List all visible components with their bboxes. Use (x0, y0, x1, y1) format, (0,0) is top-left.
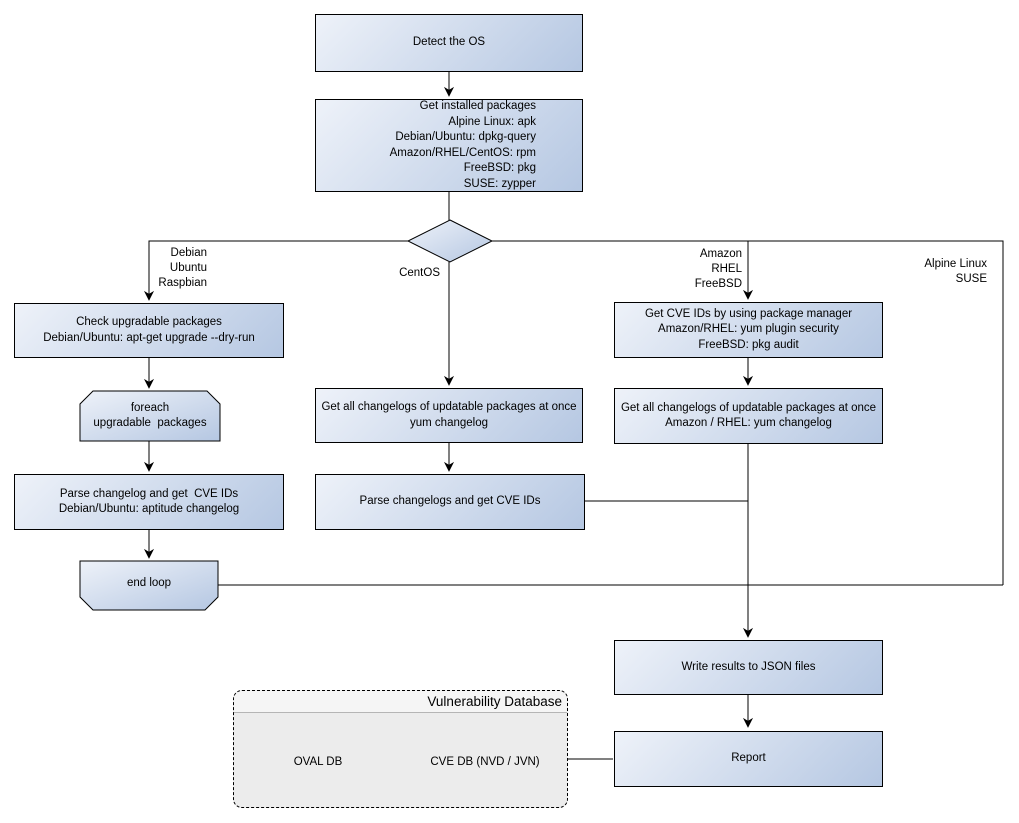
oval-db-label: OVAL DB (293, 756, 343, 768)
node-end-loop-label: end loop (126, 576, 172, 589)
node-parse-changelogs-centos: Parse changelogs and get CVE IDs (315, 474, 585, 530)
node-get-changelogs-yum: Get all changelogs of updatable packages… (315, 388, 583, 443)
vulnerability-database-title: Vulnerability Database (234, 691, 567, 713)
edge-decision-to-debian (143, 240, 408, 301)
cve-db-label: CVE DB (NVD / JVN) (430, 756, 540, 768)
node-detect-os-label: Detect the OS (412, 36, 486, 49)
node-detect-os: Detect the OS (315, 14, 583, 72)
node-write-results-json: Write results to JSON files (614, 640, 883, 695)
foreach-loop-shape (79, 390, 221, 442)
branch-label-centos: CentOS (399, 267, 440, 279)
end-loop-shape (79, 560, 219, 611)
edge-decision-right-rail (492, 240, 1004, 585)
decision-diamond (406, 219, 494, 263)
node-get-changelogs-amazon: Get all changelogs of updatable packages… (614, 388, 883, 444)
vulnerability-database-group: Vulnerability Database (233, 690, 568, 808)
node-report: Report (614, 731, 883, 787)
